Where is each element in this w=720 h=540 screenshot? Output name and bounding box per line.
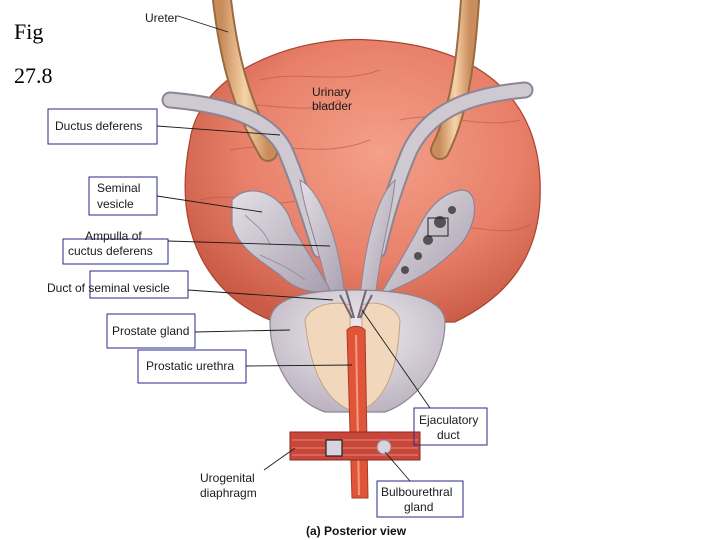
leader-ductus-deferens <box>156 125 281 136</box>
label-ampulla-line2: cuctus deferens <box>68 244 153 258</box>
label-duct-seminal-vesicle: Duct of seminal vesicle <box>47 281 170 295</box>
label-urogenital-line2: diaphragm <box>200 486 257 500</box>
section-marker <box>427 217 449 237</box>
label-prostate-gland: Prostate gland <box>112 324 189 338</box>
label-urinary-bladder-line2: bladder <box>312 99 352 113</box>
leader-bulbourethral-gland <box>384 451 411 482</box>
box-prostatic-urethra <box>137 349 247 384</box>
seminal-vesicles <box>231 189 476 297</box>
bulbourethral-gland-left <box>325 439 343 457</box>
leader-prostatic-urethra <box>245 364 353 367</box>
label-seminal-vesicle-line1: Seminal <box>97 181 140 195</box>
label-boxes <box>47 108 488 518</box>
urethra <box>346 325 369 499</box>
box-prostate-gland <box>106 313 196 349</box>
leader-prostate-gland <box>194 329 291 333</box>
label-ejaculatory-duct-line2: duct <box>437 428 460 442</box>
seminal-vesicle-section <box>401 206 456 274</box>
leader-ejaculatory-duct <box>361 309 431 409</box>
label-seminal-vesicle-line2: vesicle <box>97 197 134 211</box>
leader-seminal-vesicle <box>156 195 263 213</box>
figure-label-text: Fig <box>14 19 44 44</box>
box-ejaculatory-duct <box>413 407 488 446</box>
box-bulbourethral-gland <box>376 480 464 518</box>
label-bulbourethral-line2: gland <box>404 500 433 514</box>
label-ductus-deferens: Ductus deferens <box>55 119 142 133</box>
leader-urogenital-diaphragm <box>263 447 296 471</box>
leader-ampulla <box>167 240 331 247</box>
figure-caption: (a) Posterior view <box>306 524 407 538</box>
label-urinary-bladder-line1: Urinary <box>312 85 351 99</box>
box-ductus-deferens <box>47 108 158 145</box>
ejaculatory-ducts <box>339 289 373 319</box>
label-text: Ureter Urinary bladder Ductus deferens S… <box>47 11 478 514</box>
box-duct-seminal-vesicle <box>89 270 189 299</box>
figure-number: 27.8 <box>14 63 53 88</box>
urogenital-diaphragm <box>289 431 421 461</box>
figure-label: Fig 27.8 <box>14 10 53 98</box>
label-ureter: Ureter <box>145 11 178 25</box>
leader-duct-seminal-vesicle <box>187 289 334 301</box>
leader-lines <box>156 15 431 482</box>
label-ejaculatory-duct-line1: Ejaculatory <box>419 413 478 427</box>
label-prostatic-urethra: Prostatic urethra <box>146 359 234 373</box>
bulbourethral-gland-right <box>376 439 392 455</box>
leader-ureter <box>177 15 229 33</box>
label-ampulla-line1: Ampulla of <box>85 229 142 243</box>
label-bulbourethral-line1: Bulbourethral <box>381 485 452 499</box>
ureters <box>212 0 480 162</box>
box-ampulla <box>62 238 169 265</box>
label-urogenital-line1: Urogenital <box>200 471 255 485</box>
